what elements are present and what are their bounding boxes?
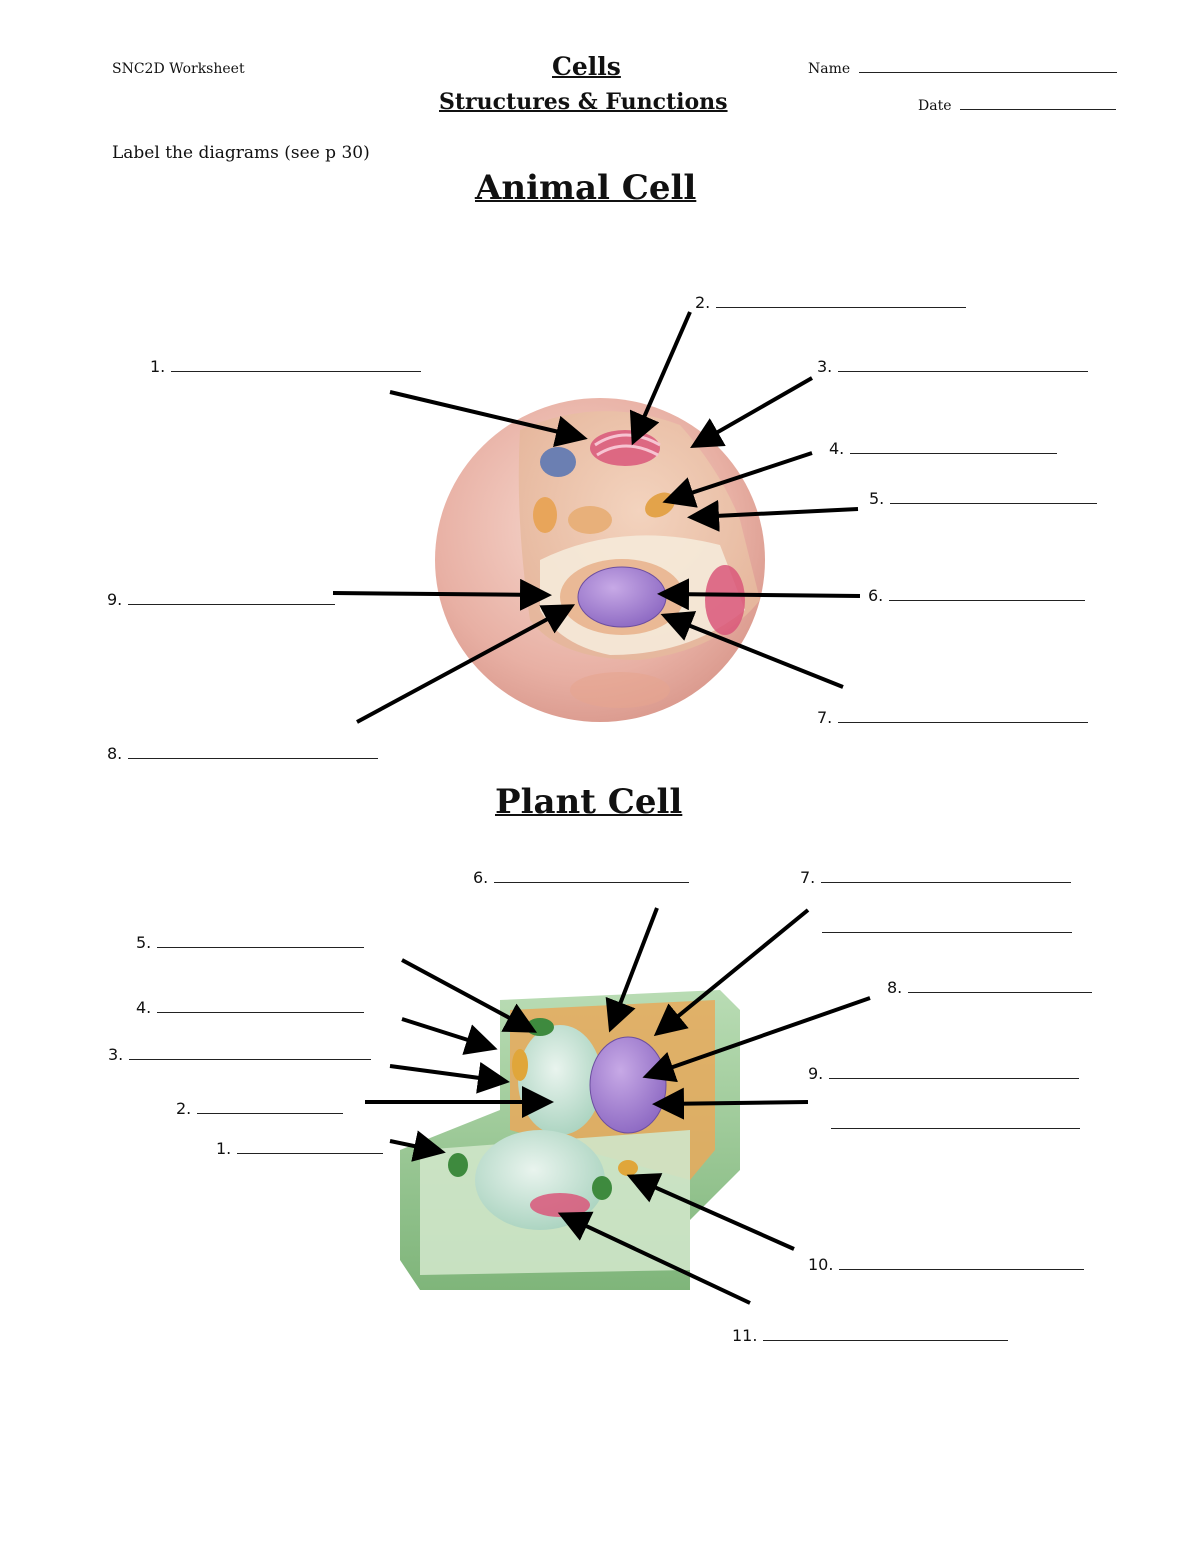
plant-label-7[interactable]: 7. bbox=[800, 868, 1072, 887]
animal-label-4[interactable]: 4. bbox=[829, 439, 1058, 458]
animal-label-9[interactable]: 9. bbox=[107, 590, 336, 609]
date-field[interactable]: Date bbox=[918, 98, 1116, 114]
plant-label-10[interactable]: 10. bbox=[808, 1255, 1085, 1274]
lysosome-blue bbox=[540, 447, 576, 477]
instructions: Label the diagrams (see p 30) bbox=[112, 143, 370, 163]
plant-cell-heading: Plant Cell bbox=[495, 782, 683, 822]
plant-label-2[interactable]: 2. bbox=[176, 1099, 344, 1118]
name-field[interactable]: Name bbox=[808, 61, 1117, 77]
worksheet-subtitle: Structures & Functions bbox=[439, 89, 728, 115]
animal-label-5[interactable]: 5. bbox=[869, 489, 1098, 508]
date-label: Date bbox=[918, 98, 952, 114]
plant-label-6[interactable]: 6. bbox=[473, 868, 690, 887]
animal-label-1[interactable]: 1. bbox=[150, 357, 422, 376]
plant-label-5[interactable]: 5. bbox=[136, 933, 365, 952]
course-code: SNC2D Worksheet bbox=[112, 61, 245, 77]
plant-golgi bbox=[530, 1193, 590, 1217]
plant-label-11[interactable]: 11. bbox=[732, 1326, 1009, 1345]
animal-label-8[interactable]: 8. bbox=[107, 744, 379, 763]
animal-cell-heading: Animal Cell bbox=[475, 168, 697, 208]
plant-label-4[interactable]: 4. bbox=[136, 998, 365, 1017]
plant-label-1[interactable]: 1. bbox=[216, 1139, 384, 1158]
plant-label-9-second-line[interactable] bbox=[831, 1112, 1080, 1129]
name-blank[interactable] bbox=[858, 72, 1117, 73]
name-label: Name bbox=[808, 61, 851, 77]
worksheet-title: Cells bbox=[552, 52, 621, 81]
plant-label-3[interactable]: 3. bbox=[108, 1045, 372, 1064]
animal-label-7[interactable]: 7. bbox=[817, 708, 1089, 727]
plant-label-7-second-line[interactable] bbox=[822, 916, 1072, 933]
plant-label-8[interactable]: 8. bbox=[887, 978, 1093, 997]
animal-label-2[interactable]: 2. bbox=[695, 293, 967, 312]
date-blank[interactable] bbox=[959, 109, 1116, 110]
animal-label-3[interactable]: 3. bbox=[817, 357, 1089, 376]
animal-label-6[interactable]: 6. bbox=[868, 586, 1086, 605]
plant-label-9[interactable]: 9. bbox=[808, 1064, 1080, 1083]
